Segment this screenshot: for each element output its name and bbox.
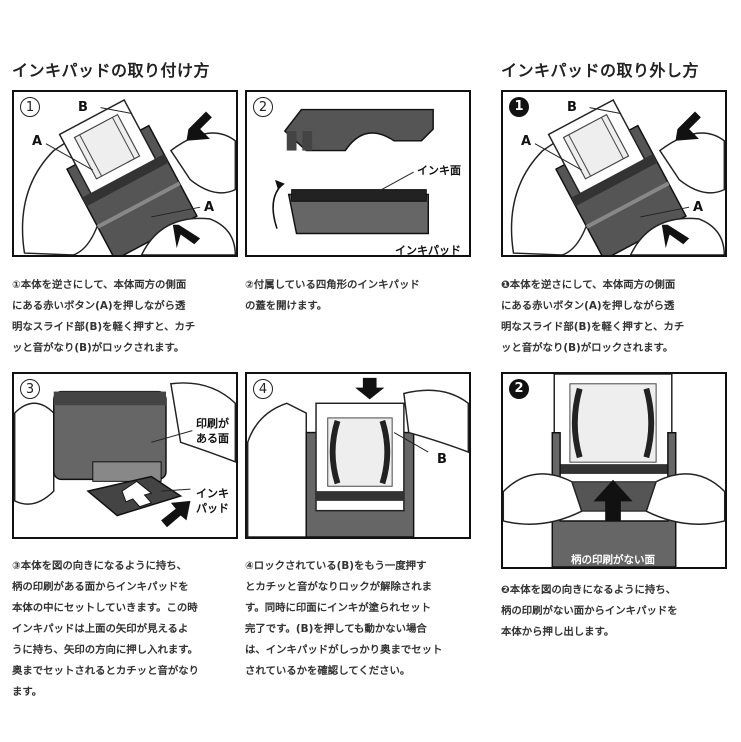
label-b: B — [567, 100, 577, 115]
label-print-face: 印刷が ある面 — [196, 417, 229, 445]
stamp-hands-illustration — [510, 99, 725, 255]
caption-step3: ③本体を図の向きになるように持ち、 柄の印刷がある面からインキパッドを 本体の中… — [12, 560, 200, 698]
attach-step4-illustration: 4 B — [245, 372, 471, 539]
label-no-print-face: 柄の印刷がない面 — [571, 554, 655, 566]
step-number: 1 — [509, 97, 529, 117]
attach-step1-illustration: 1 B A A — [12, 90, 238, 257]
step-number: 4 — [253, 379, 273, 399]
remove-step2-illustration: 2 柄の印刷がない面 — [501, 372, 727, 569]
label-a: A — [204, 200, 215, 215]
label-b: B — [78, 100, 88, 115]
label-ink-face: インキ面 — [417, 164, 461, 177]
caption-step4: ④ロックされている(B)をもう一度押す とカチッと音がなりロックが解除されま す… — [245, 560, 443, 677]
attach-step3-illustration: 3 印刷が ある面 インキ パッド — [12, 372, 238, 539]
stamp-insert-illustration — [14, 382, 236, 528]
stamp-release-illustration — [247, 377, 469, 537]
caption-step2: ②付属している四角形のインキパッド の蓋を開けます。 — [245, 279, 420, 312]
stamp-hands-illustration — [21, 99, 236, 255]
remove-step1-illustration: 1 B A A — [501, 90, 727, 257]
remove-heading: インキパッドの取り外し方 — [501, 61, 700, 80]
label-ink-pad: インキ パッド — [196, 487, 229, 515]
label-b: B — [437, 452, 447, 467]
caption-step1: ①本体を逆さにして、本体両方の側面 にある赤いボタン(A)を押しながら透 明なス… — [12, 279, 196, 354]
step-number: 2 — [509, 379, 529, 399]
ink-pad-illustration — [272, 108, 434, 235]
attach-heading: インキパッドの取り付け方 — [12, 61, 211, 80]
attach-step2-illustration: 2 インキ面 インキパッド — [245, 90, 471, 257]
caption-remove-step2: ❷本体を図の向きになるように持ち、 柄の印刷がない面からインキパッドを 本体から… — [501, 584, 678, 638]
step-number: 1 — [20, 97, 40, 117]
label-a: A — [693, 200, 704, 215]
label-ink-pad: インキパッド — [395, 244, 461, 257]
label-a: A — [32, 134, 43, 149]
stamp-push-out-illustration — [503, 374, 725, 567]
step-number: 3 — [20, 379, 40, 399]
label-a: A — [521, 134, 532, 149]
step-number: 2 — [253, 97, 273, 117]
caption-remove-step1: ❶本体を逆さにして、本体両方の側面 にある赤いボタン(A)を押しながら透 明なス… — [501, 279, 685, 354]
